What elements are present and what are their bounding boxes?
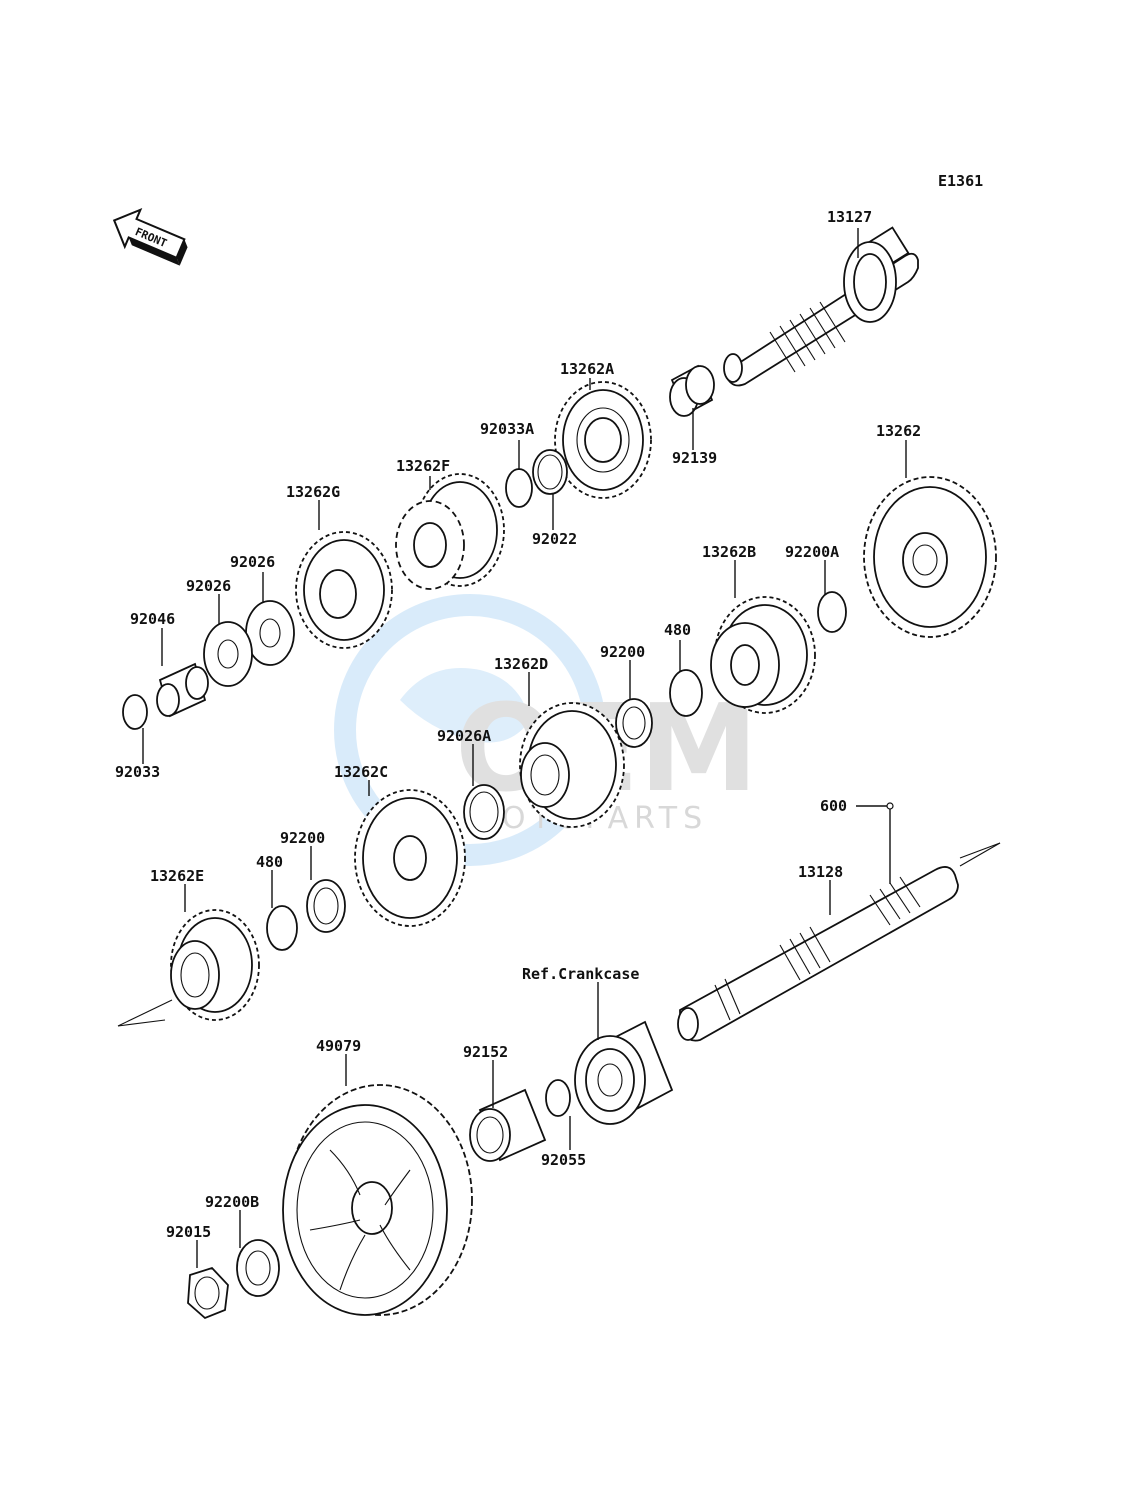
gear-13262C (354, 789, 466, 927)
gear-13262G (295, 531, 393, 649)
circlip-92033 (122, 694, 148, 730)
label-13262B: 13262B (702, 543, 756, 561)
o-ring-92055 (545, 1079, 571, 1117)
leader-end-600 (886, 802, 894, 810)
label-13128: 13128 (798, 863, 843, 881)
label-13262C: 13262C (334, 763, 388, 781)
label-92033A: 92033A (480, 420, 534, 438)
axis-line-left (117, 999, 173, 1027)
label-92026A: 92026A (437, 727, 491, 745)
diagram-code: E1361 (938, 172, 983, 190)
label-ref-crankcase: Ref.Crankcase (522, 965, 639, 983)
ring-92022 (532, 449, 568, 495)
circlip-92033A (505, 468, 533, 508)
label-13127: 13127 (827, 208, 872, 226)
circlip-480-b (266, 905, 298, 951)
gear-13262E (170, 909, 260, 1021)
washer-92026-b (203, 621, 253, 687)
gear-13262F (395, 473, 505, 590)
washer-92200B (236, 1239, 280, 1297)
washer-92200-b (306, 879, 346, 933)
label-480-b: 480 (256, 853, 283, 871)
label-480-a: 480 (664, 621, 691, 639)
shaft-13127 (723, 226, 919, 387)
washer-92026-a (245, 600, 295, 666)
gear-13262 (863, 476, 997, 638)
label-92200-a: 92200 (600, 643, 645, 661)
label-13262E: 13262E (150, 867, 204, 885)
washer-92200-a (615, 698, 653, 748)
gear-13262A (554, 381, 652, 499)
bearing-ref-crankcase (574, 1020, 674, 1125)
label-13262F: 13262F (396, 457, 450, 475)
bushing-92139 (669, 364, 715, 417)
needle-bearing-92046 (156, 662, 209, 718)
label-92033: 92033 (115, 763, 160, 781)
label-13262A: 13262A (560, 360, 614, 378)
gear-13262B (710, 596, 816, 714)
label-600: 600 (820, 797, 847, 815)
label-92200B: 92200B (205, 1193, 259, 1211)
label-92139: 92139 (672, 449, 717, 467)
label-92200A: 92200A (785, 543, 839, 561)
leader-lines (142, 228, 907, 1268)
label-92026-a: 92026 (230, 553, 275, 571)
washer-92200A (817, 591, 847, 633)
label-92200-b: 92200 (280, 829, 325, 847)
circlip-480-a (669, 669, 703, 717)
gear-13262D (519, 702, 625, 828)
axis-line-right (959, 842, 1001, 859)
collar-92152 (469, 1088, 547, 1162)
label-92055: 92055 (541, 1151, 586, 1169)
label-92046: 92046 (130, 610, 175, 628)
label-49079: 49079 (316, 1037, 361, 1055)
nut-92015 (187, 1266, 229, 1320)
label-13262: 13262 (876, 422, 921, 440)
front-arrow-icon: FRONT (112, 207, 188, 266)
label-13262D: 13262D (494, 655, 548, 673)
label-92015: 92015 (166, 1223, 211, 1241)
label-92022: 92022 (532, 530, 577, 548)
label-92026-b: 92026 (186, 577, 231, 595)
label-92152: 92152 (463, 1043, 508, 1061)
sprocket-49079 (282, 1084, 473, 1316)
label-13262G: 13262G (286, 483, 340, 501)
shaft-13128 (677, 866, 959, 1042)
